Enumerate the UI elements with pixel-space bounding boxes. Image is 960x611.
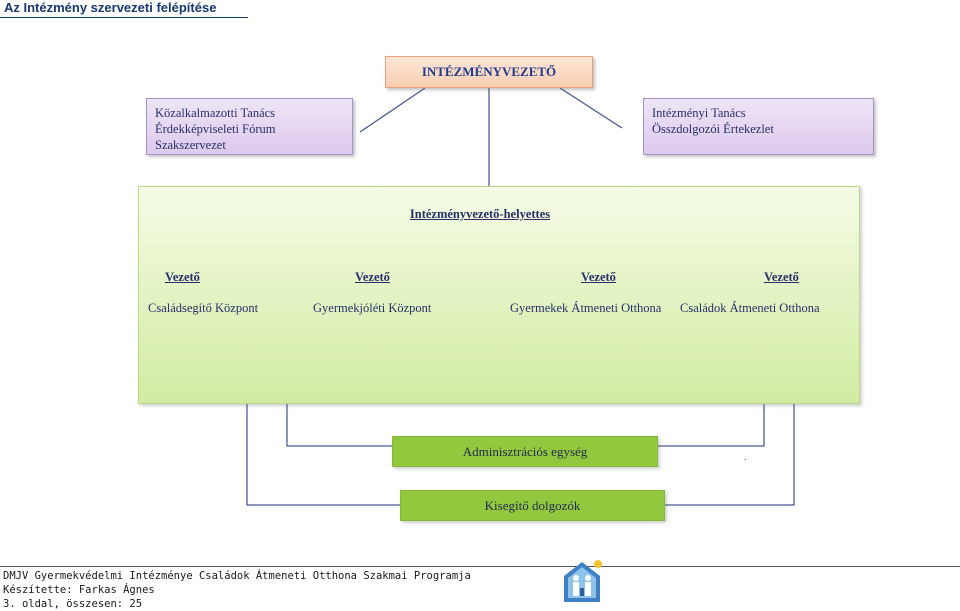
connector-director-left xyxy=(359,87,426,133)
admin-unit-box: Adminisztrációs egység xyxy=(392,436,658,467)
units-panel xyxy=(138,186,860,404)
unit-name-3: Gyermekek Átmeneti Otthona xyxy=(510,301,662,315)
institution-logo-icon xyxy=(564,560,602,602)
council-line-3: Szakszervezet xyxy=(155,138,226,152)
unit-leader-2: Vezető xyxy=(355,270,390,284)
council-line-1: Közalkalmazotti Tanács xyxy=(155,106,276,120)
unit-name-2: Gyermekjóléti Központ xyxy=(313,301,432,315)
footer-divider xyxy=(0,566,960,567)
title-underline xyxy=(0,17,248,18)
lower-connectors xyxy=(246,404,795,506)
deputy-title: Intézményvezető-helyettes xyxy=(409,207,551,221)
institution-council-line-1: Intézményi Tanács xyxy=(652,106,746,120)
institution-council-line-2: Összdolgozói Értekezlet xyxy=(652,122,774,136)
connector-director-right xyxy=(559,87,623,129)
helper-staff-box: Kisegítő dolgozók xyxy=(400,490,665,521)
footer-author: Készítette: Farkas Ágnes xyxy=(3,584,155,596)
unit-leader-4: Vezető xyxy=(764,270,799,284)
council-box: Közalkalmazotti Tanács Érdekképviseleti … xyxy=(146,98,353,155)
stray-mark: . xyxy=(744,452,747,463)
footer-program-title: DMJV Gyermekvédelmi Intézménye Családok … xyxy=(3,570,471,582)
page-title: Az Intézmény szervezeti felépítése xyxy=(4,0,217,15)
director-box: INTÉZMÉNYVEZETŐ xyxy=(385,56,593,88)
council-line-2: Érdekképviseleti Fórum xyxy=(155,122,276,136)
unit-leader-1: Vezető xyxy=(165,270,200,284)
unit-leader-3: Vezető xyxy=(581,270,616,284)
unit-name-4: Családok Átmeneti Otthona xyxy=(680,301,820,315)
unit-name-1: Családsegítő Központ xyxy=(148,301,259,315)
institution-council-box: Intézményi Tanács Összdolgozói Értekezle… xyxy=(643,98,874,155)
footer-page-number: 3. oldal, összesen: 25 xyxy=(3,598,143,610)
